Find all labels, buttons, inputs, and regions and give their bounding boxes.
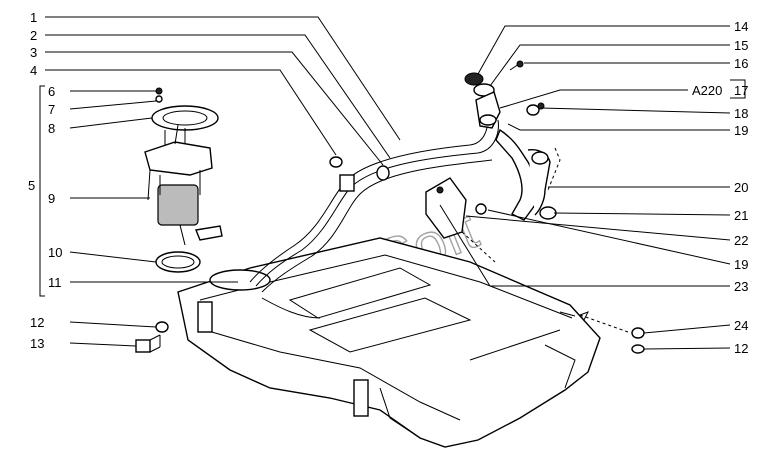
seal-10	[155, 251, 201, 273]
nut-19b	[475, 203, 487, 215]
label-a220: A220	[692, 83, 722, 98]
filler-cap-14	[464, 72, 484, 86]
hose-clamp-19a	[531, 151, 549, 165]
hose-clip-3	[376, 165, 390, 181]
pipe-connector	[339, 174, 355, 192]
tank-strap-bracket-right	[353, 379, 369, 417]
label-3: 3	[30, 45, 37, 60]
label-6: 6	[48, 84, 55, 99]
hose-clip-4	[329, 156, 343, 168]
leader-lines-right	[439, 25, 746, 350]
label-2: 2	[30, 28, 37, 43]
hose-clamp-21	[539, 206, 557, 220]
tank-strap-bracket-left	[197, 301, 213, 333]
label-4: 4	[30, 63, 37, 78]
screw-6	[155, 87, 163, 95]
label-13: 13	[30, 336, 44, 351]
label-8: 8	[48, 121, 55, 136]
label-10: 10	[48, 245, 62, 260]
label-9: 9	[48, 191, 55, 206]
label-19-top: 19	[734, 123, 748, 138]
label-23: 23	[734, 279, 748, 294]
label-1: 1	[30, 10, 37, 25]
tank-pump-opening	[209, 269, 271, 291]
label-21: 21	[734, 208, 748, 223]
label-22: 22	[734, 233, 748, 248]
fuel-tank	[177, 237, 601, 448]
label-15: 15	[734, 38, 748, 53]
label-18: 18	[734, 106, 748, 121]
label-24: 24	[734, 318, 748, 333]
label-7: 7	[48, 102, 55, 117]
filler-neck-assembly	[425, 60, 561, 263]
mounting-bolt-13	[135, 334, 161, 353]
label-12-right: 12	[734, 341, 748, 356]
label-12-left: 12	[30, 315, 44, 330]
label-5: 5	[28, 178, 35, 193]
locking-ring-8	[151, 105, 219, 131]
label-14: 14	[734, 19, 748, 34]
washer-18	[526, 104, 540, 116]
nut-24	[631, 327, 645, 339]
fuel-pump-assembly	[144, 87, 223, 273]
leader-lines-left	[39, 16, 401, 347]
washer-7	[155, 95, 163, 103]
label-19-bottom: 19	[734, 257, 748, 272]
washer-12-left	[155, 321, 169, 333]
label-20: 20	[734, 180, 748, 195]
label-11: 11	[48, 275, 62, 290]
bolt-16	[516, 60, 524, 68]
label-16: 16	[734, 56, 748, 71]
label-17: 17	[734, 83, 748, 98]
washer-12-right	[631, 344, 645, 354]
